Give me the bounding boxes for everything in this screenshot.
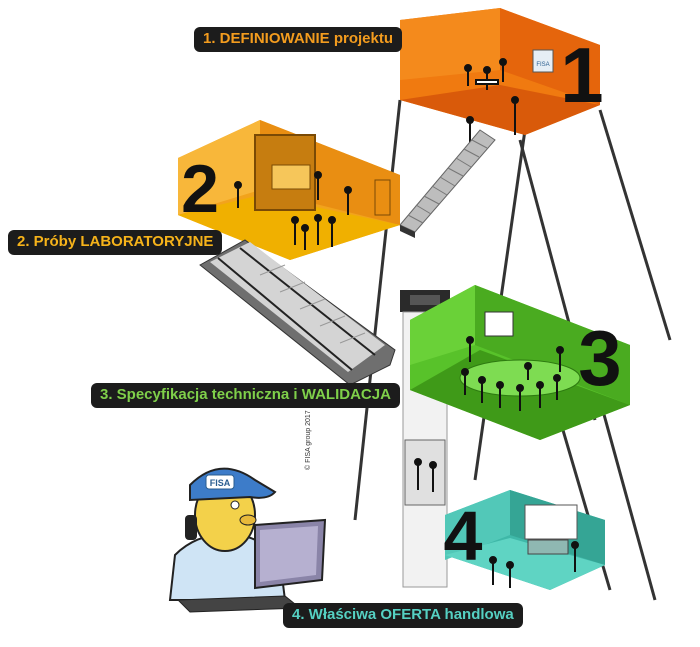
stage2-number: 2 — [181, 151, 219, 227]
cap-logo-text: FISA — [210, 478, 231, 488]
stage4-label: 4. Właściwa OFERTA handlowa — [283, 603, 523, 628]
stage4-room — [445, 490, 605, 590]
worker-illustration: FISA — [168, 467, 327, 613]
escalator — [199, 239, 396, 386]
stage1-logo-text: FISA — [536, 62, 549, 68]
copyright-text: © FISA group 2017 — [305, 410, 312, 470]
staircase — [399, 129, 496, 238]
support-legs — [353, 99, 672, 601]
stage4-number: 4 — [444, 497, 483, 575]
stage1-room: FISA — [400, 8, 600, 145]
stage1-number: 1 — [560, 31, 603, 119]
stage3-label: 3. Specyfikacja techniczna i WALIDACJA — [91, 383, 400, 408]
stage1-label: 1. DEFINIOWANIE projektu — [194, 27, 403, 52]
stage2-label: 2. Próby LABORATORYJNE — [8, 230, 223, 255]
stage3-room — [410, 285, 630, 440]
stage2-room — [178, 120, 400, 260]
stage3-number: 3 — [578, 314, 621, 402]
